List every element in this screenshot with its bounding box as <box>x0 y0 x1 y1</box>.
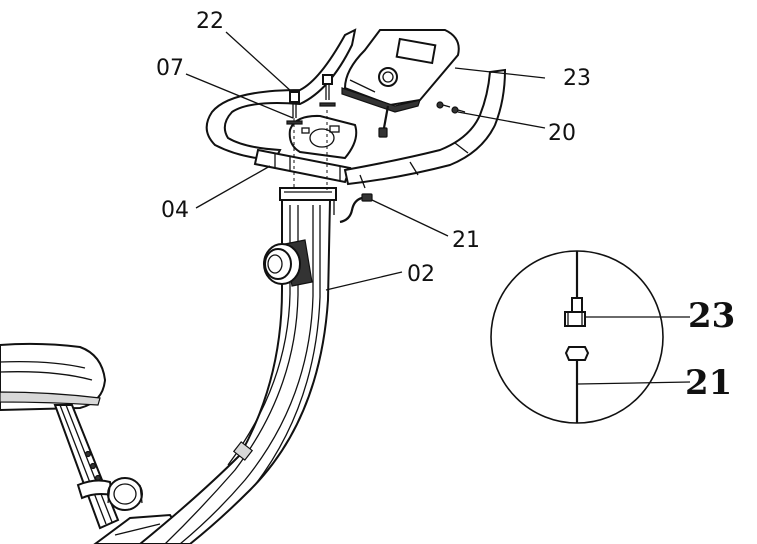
console <box>341 29 460 138</box>
detail-label-23: 23 <box>688 296 735 336</box>
seat <box>0 342 107 412</box>
post-collar <box>279 187 337 215</box>
label-07: 07 <box>156 56 184 81</box>
label-22: 22 <box>196 9 224 34</box>
bolt-22-left <box>286 91 303 190</box>
leader-lines <box>185 31 546 291</box>
label-20: 20 <box>548 121 576 146</box>
sensor-cable-21 <box>339 193 373 224</box>
mount-bracket <box>288 114 358 160</box>
tension-knob <box>263 239 313 287</box>
seat-post <box>53 404 120 530</box>
label-02: 02 <box>407 262 435 287</box>
detail-inset <box>490 250 691 424</box>
label-23: 23 <box>563 66 591 91</box>
label-04: 04 <box>161 198 189 223</box>
detail-label-21: 21 <box>685 363 732 403</box>
upright-post <box>138 199 332 544</box>
screws-20 <box>436 101 466 114</box>
bolt-22-right <box>319 74 336 190</box>
handlebar <box>205 28 507 189</box>
seat-knob <box>107 477 143 511</box>
label-21: 21 <box>452 228 480 253</box>
